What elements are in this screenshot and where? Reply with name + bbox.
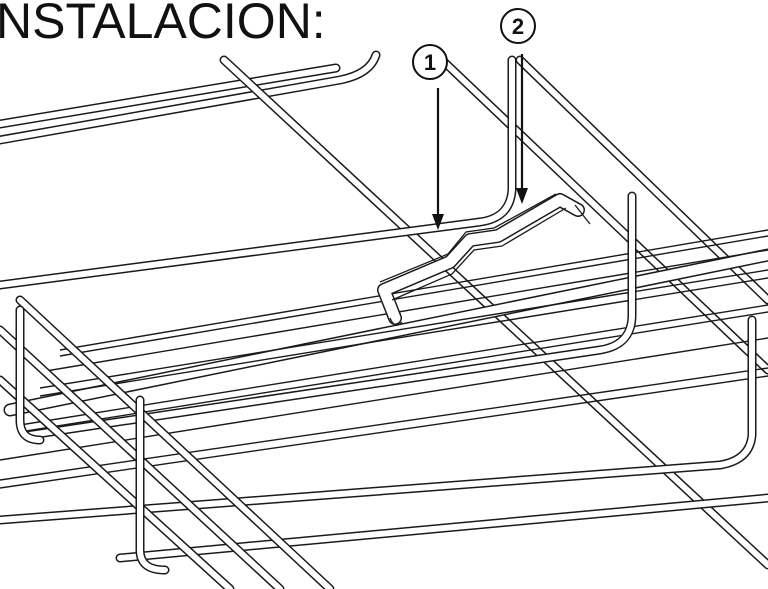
- arrow-1-head: [432, 214, 444, 230]
- tray-foreground-wires: [0, 295, 335, 589]
- clip-fastener: [377, 193, 591, 326]
- callout-2: 2: [500, 8, 536, 44]
- callout-1-circle: [412, 44, 448, 80]
- callout-1-label: 1: [424, 50, 436, 75]
- callout-arrows: [432, 54, 528, 230]
- arrow-2-head: [516, 188, 528, 204]
- callout-1: 1: [412, 44, 448, 80]
- callout-2-label: 2: [512, 14, 524, 39]
- callout-2-circle: [500, 8, 536, 44]
- diagram-title: NSTALACION:: [0, 0, 326, 49]
- tray-cross-wires: [0, 55, 768, 563]
